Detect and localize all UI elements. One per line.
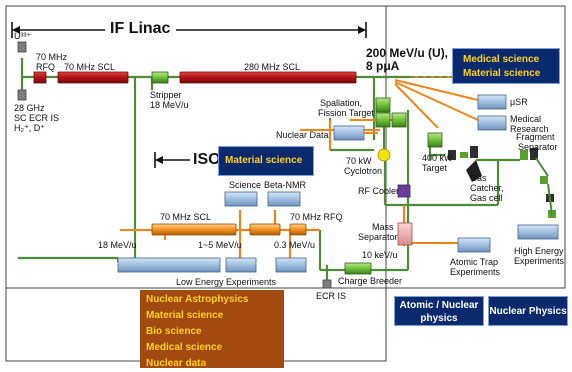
label-usr: μSR xyxy=(510,97,528,107)
application-item: Nuclear Astrophysics xyxy=(146,294,249,305)
atomic-nuclear-box: Atomic / Nuclear physics xyxy=(394,296,484,326)
label-cyclotron-1: 70 kW xyxy=(346,156,372,166)
low-energy-station-1 xyxy=(117,257,221,273)
label-spallation-2: Fission Target xyxy=(318,108,374,118)
fragment-separator xyxy=(448,146,556,218)
rfq-70mhz xyxy=(33,71,47,84)
label-stripper-2: 18 MeV/u xyxy=(150,100,189,110)
target-400kw xyxy=(427,132,443,148)
label-mass-sep-2: Separator xyxy=(358,232,398,242)
atomic-nuclear-line1: Atomic / Nuclear xyxy=(399,300,479,311)
low-energy-station-3 xyxy=(275,257,307,273)
spallation-target-c xyxy=(391,112,407,128)
material-science-box: Material science xyxy=(218,146,314,176)
ion-source-bottom xyxy=(17,89,27,101)
nuclear-data-station xyxy=(333,125,365,141)
charge-breeder xyxy=(344,262,372,275)
label-gas-catcher-3: Gas cell xyxy=(470,193,503,203)
high-energy-station xyxy=(517,224,559,240)
label-medical-research-1: Medical xyxy=(510,114,542,124)
application-item: Material science xyxy=(146,310,224,321)
label-fragment-2: Separator xyxy=(518,142,558,152)
scl-70mhz-post xyxy=(151,223,237,236)
rfq-70mhz-post xyxy=(289,223,307,236)
label-gas-catcher-2: Catcher, xyxy=(470,183,504,193)
label-rf-cooler: RF Cooler xyxy=(358,186,400,196)
label-atomic-trap-2: Experiments xyxy=(450,267,501,277)
atomic-nuclear-line2: physics xyxy=(420,313,458,324)
ion-source-top xyxy=(17,41,27,53)
label-nuclear-data: Nuclear Data xyxy=(276,130,329,140)
label-gas-catcher-1: Gas xyxy=(470,173,487,183)
label-ecr-is: ECR IS xyxy=(316,291,347,301)
scl-280mhz xyxy=(179,71,357,84)
label-ecr-3: H₂⁺, D⁺ xyxy=(14,123,45,133)
medical-material-box: Medical science Material science xyxy=(452,48,560,84)
iso-title: ISO xyxy=(193,151,221,168)
rf-cooler xyxy=(397,184,411,198)
beta-nmr-station xyxy=(267,191,301,207)
nuclear-physics-box: Nuclear Physics xyxy=(488,296,568,326)
label-rfq-top-2: RFQ xyxy=(36,62,55,72)
ecr-is-source xyxy=(322,279,332,289)
label-spallation-1: Spallation, xyxy=(320,98,363,108)
label-mass-sep-1: Mass xyxy=(372,222,394,232)
scl-70mhz-post-b xyxy=(249,223,281,236)
medical-material-line1: Medical science xyxy=(463,54,540,65)
label-u33: U³³⁺ xyxy=(14,31,32,41)
beam-energy-line1: 200 MeV/u (U), xyxy=(366,46,449,60)
label-target-400-1: 400 kW xyxy=(422,153,453,163)
medical-research-station xyxy=(477,115,507,131)
label-low-energy: Low Energy Experiments xyxy=(176,277,277,287)
label-scl-70-top: 70 MHz SCL xyxy=(64,62,116,72)
if-linac-title: IF Linac xyxy=(110,20,171,37)
label-target-400-2: Target xyxy=(422,163,448,173)
scl-70mhz xyxy=(57,71,129,84)
mass-separator xyxy=(397,222,413,246)
label-ecr-2: SC ECR IS xyxy=(14,113,60,123)
usr-station xyxy=(477,94,507,110)
label-mev-03: 0.3 MeV/u xyxy=(274,240,316,250)
application-item: Bio science xyxy=(146,326,202,337)
label-mev-1-5: 1~5 MeV/u xyxy=(198,240,242,250)
label-beta-nmr: Beta-NMR xyxy=(264,180,307,190)
label-high-energy-2: Experiments xyxy=(514,256,565,266)
stripper xyxy=(151,71,169,84)
label-rfq-70-low: 70 MHz RFQ xyxy=(290,212,343,222)
label-atomic-trap-1: Atomic Trap xyxy=(450,257,499,267)
low-energy-station-2 xyxy=(225,257,257,273)
label-rfq-top-1: 70 MHz xyxy=(36,52,68,62)
label-scl-280: 280 MHz SCL xyxy=(244,62,301,72)
label-science: Science xyxy=(229,180,262,190)
label-stripper-1: Stripper xyxy=(150,90,182,100)
label-ecr-1: 28 GHz xyxy=(14,103,45,113)
label-mev-18: 18 MeV/u xyxy=(98,240,137,250)
application-item: Nuclear data xyxy=(146,358,207,369)
label-charge-breeder: Charge Breeder xyxy=(338,276,403,286)
spallation-target-b xyxy=(375,112,391,128)
label-fragment-1: Fragment xyxy=(516,132,555,142)
label-scl-70-low: 70 MHz SCL xyxy=(160,212,212,222)
label-cyclotron-2: Cyclotron xyxy=(344,166,383,176)
label-kev-10: 10 keV/u xyxy=(362,250,398,260)
science-station xyxy=(224,191,258,207)
iso-arrow xyxy=(154,152,190,168)
label-high-energy-1: High Energy xyxy=(514,246,564,256)
application-item: Medical science xyxy=(146,342,223,353)
medical-material-line2: Material science xyxy=(463,68,541,79)
atomic-trap-station xyxy=(457,237,491,253)
cyclotron xyxy=(377,148,391,162)
applications-box: Nuclear Astrophysics Material science Bi… xyxy=(140,290,284,369)
beam-energy-line2: 8 pμA xyxy=(366,59,400,73)
spallation-target-a xyxy=(375,97,391,113)
if-linac-arrow xyxy=(11,22,367,38)
label-medical-research-2: Research xyxy=(510,124,549,134)
